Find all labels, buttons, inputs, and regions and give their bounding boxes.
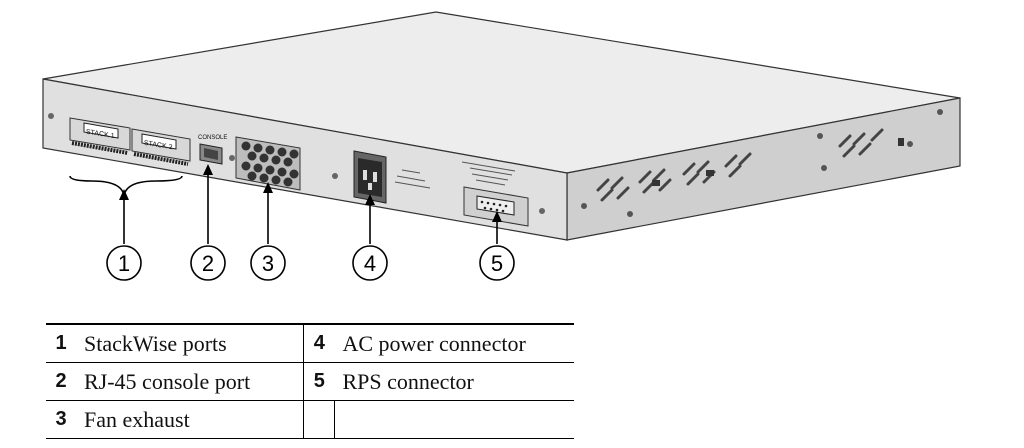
legend-number: 1 [55,332,67,354]
legend-row: 2 RJ-45 console port 5 RPS connector [46,362,574,401]
stack2-label: STACK 2 [144,140,173,152]
legend-row: 1 StackWise ports 4 AC power connector [46,324,574,363]
legend-description: Fan exhaust [76,400,304,439]
legend-description: AC power connector [342,330,526,356]
legend-description: RPS connector [342,368,474,394]
callout-4: 4 [352,245,388,281]
legend-table: 1 StackWise ports 4 AC power connector 2… [46,323,574,439]
legend-number: 2 [55,370,67,392]
rear-panel [42,78,568,241]
legend-number: 4 [313,332,325,354]
callout-2: 2 [190,245,226,281]
legend-row: 3 Fan exhaust [46,400,575,439]
stackwise-ports: STACK 1 STACK 2 [69,117,191,166]
callout-3: 3 [250,245,286,281]
switch-rear-panel-figure: STACK 1 STACK 2 CONSOLE [42,11,961,281]
panel-screw [229,155,235,161]
callout-5: 5 [479,245,515,281]
legend-description [335,401,575,439]
rps-connector [463,186,529,227]
legend-number [303,400,335,439]
side-vents [596,128,884,202]
svg-text:1: 1 [118,251,130,276]
rating-label-lines [394,169,431,189]
legend-description: StackWise ports [76,324,304,363]
svg-text:4: 4 [364,251,376,276]
callout-arrowheads [119,164,502,222]
legend-description: RJ-45 console port [76,362,304,401]
legend-number: 5 [313,370,325,392]
panel-screw [48,113,54,119]
stack1-label: STACK 1 [86,129,115,141]
panel-screw [539,208,545,214]
callout-1: 1 [106,245,142,281]
svg-text:2: 2 [202,251,214,276]
panel-screw [332,173,338,179]
legend-number: 3 [55,408,67,430]
console-port: CONSOLE [198,135,227,165]
side-screws [581,109,943,217]
fan-exhaust-grille [235,136,301,191]
ac-power-connector [353,150,387,204]
svg-text:5: 5 [491,251,503,276]
switch-rear-panel-drawing: STACK 1 STACK 2 CONSOLE [42,11,961,281]
console-label: CONSOLE [198,135,227,141]
rps-warning-lines [461,161,516,186]
svg-text:3: 3 [262,251,274,276]
